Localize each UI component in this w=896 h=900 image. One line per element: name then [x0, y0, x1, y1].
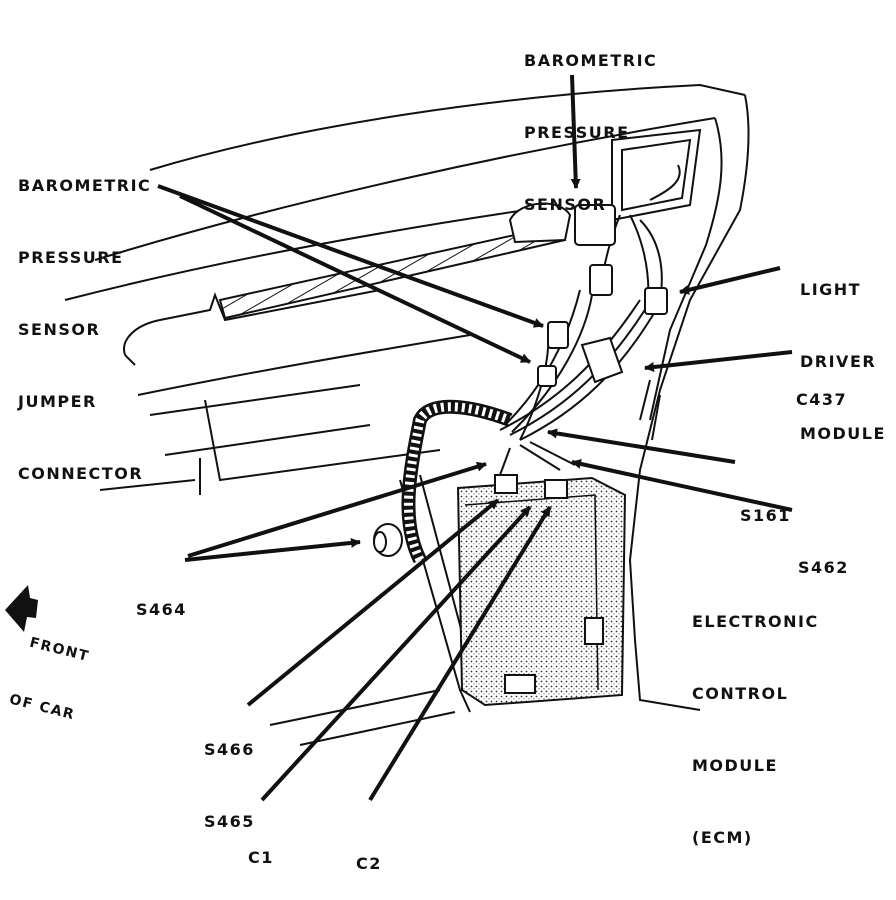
ecm-box [456, 474, 627, 707]
arrow-baro-sensor [570, 74, 581, 189]
leader-arrows [157, 74, 793, 802]
label-s161: S161 [740, 506, 791, 525]
arrow-c2 [368, 505, 552, 802]
label-barometric-pressure-sensor: BAROMETRIC PRESSURE SENSOR [524, 51, 658, 214]
connectors [373, 202, 668, 557]
arrow-c1 [260, 505, 532, 802]
arrow-light-driver [679, 266, 781, 295]
label-barometric-pressure-sensor-jumper-connector: BAROMETRIC PRESSURE SENSOR JUMPER CONNEC… [18, 176, 152, 483]
label-c1: C1 [248, 848, 274, 867]
arrow-s161 [547, 428, 736, 464]
arrow-s464-2 [187, 461, 487, 558]
arrow-jumper-2 [179, 194, 531, 364]
label-s466-s465: S466 S465 [204, 740, 255, 831]
arrow-c437 [644, 350, 793, 372]
arrow-jumper-1 [157, 184, 544, 328]
label-c2: C2 [356, 854, 382, 873]
label-c437: C437 [796, 390, 848, 409]
label-ecm: ELECTRONIC CONTROL MODULE (ECM) [692, 612, 819, 847]
arrow-s464-1 [184, 537, 361, 562]
arrow-s462 [571, 459, 793, 512]
label-light-driver-module: LIGHT DRIVER MODULE [800, 280, 886, 443]
label-s462: S462 [798, 558, 849, 577]
arrow-s466-s465 [246, 498, 500, 707]
diagram-drawing [5, 74, 793, 802]
ecm-location-diagram: BAROMETRIC PRESSURE SENSOR BAROMETRIC PR… [5, 51, 886, 873]
label-s464: S464 [136, 600, 187, 619]
front-of-car-arrow-icon [5, 585, 38, 632]
dashboard-outline [64, 83, 750, 711]
